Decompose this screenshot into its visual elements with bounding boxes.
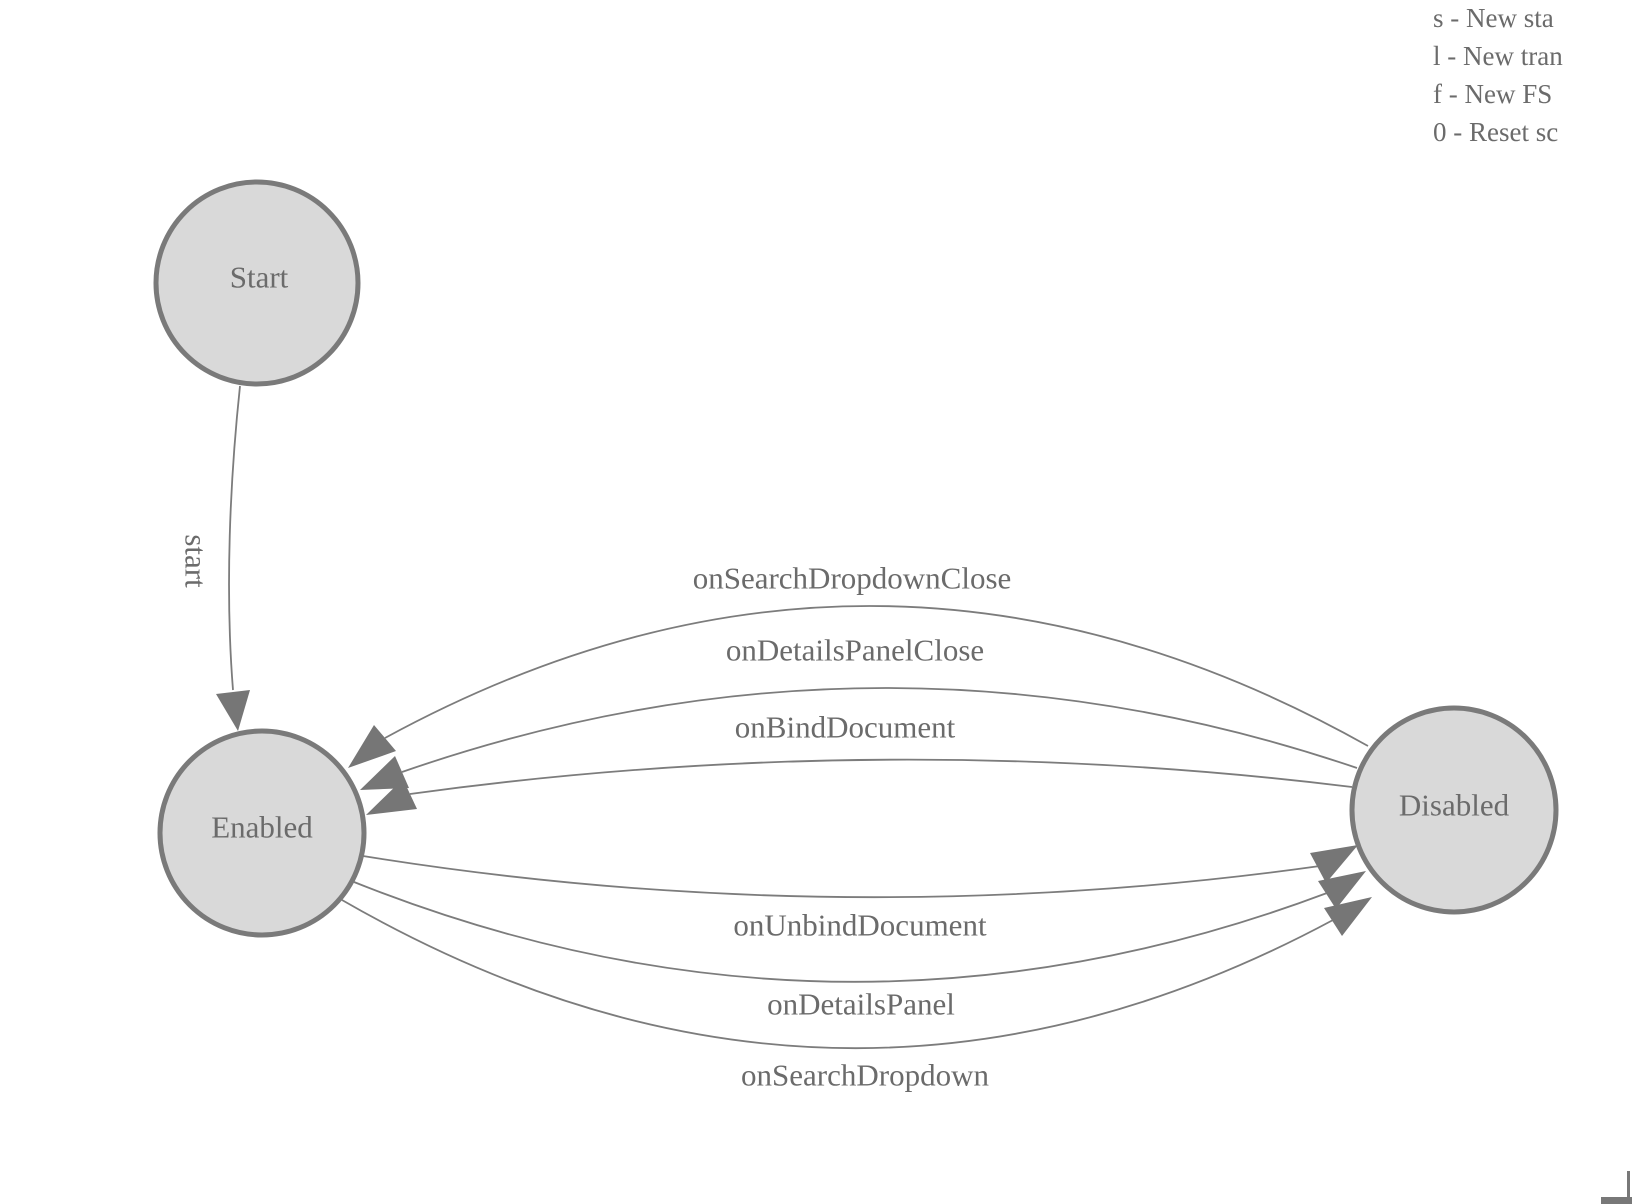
hotkey-legend: s - New sta l - New tran f - New FS 0 - … [1433, 3, 1563, 147]
transition-edge-onunbinddocument[interactable] [362, 855, 1321, 899]
transition-edge-onsearchdropdownclose[interactable] [384, 605, 1369, 747]
transition-label-onbinddocument[interactable]: onBindDocument [735, 710, 956, 745]
state-label-start: Start [230, 260, 289, 295]
hotkey-legend-line-new-state: s - New sta [1433, 3, 1554, 33]
transition-label-ondetailspanel[interactable]: onDetailsPanel [767, 987, 955, 1022]
arrowhead-icon [348, 725, 396, 768]
state-label-disabled: Disabled [1399, 788, 1510, 823]
transition-label-onsearchdropdown[interactable]: onSearchDropdown [741, 1058, 989, 1093]
transition-label-onunbinddocument[interactable]: onUnbindDocument [733, 908, 987, 943]
transition-label-onsearchdropdownclose[interactable]: onSearchDropdownClose [693, 561, 1012, 596]
hotkey-legend-line-new-transition: l - New tran [1433, 41, 1563, 71]
transition-label-start[interactable]: start [179, 534, 214, 588]
arrowhead-icon [366, 779, 417, 815]
state-label-enabled: Enabled [211, 810, 313, 845]
arrowhead-icon [360, 756, 409, 790]
state-node-start[interactable] [153, 179, 361, 387]
arrowhead-icon [1324, 897, 1372, 936]
transition-edge-ondetailspanel[interactable] [353, 881, 1328, 983]
transition-label-ondetailspanelclose[interactable]: onDetailsPanelClose [726, 633, 984, 668]
transition-labels: start onSearchDropdownClose onDetailsPan… [179, 534, 1012, 1092]
arrowhead-icon [216, 690, 250, 731]
hotkey-legend-line-new-fsm: f - New FS [1433, 79, 1552, 109]
transition-edge-onbinddocument[interactable] [409, 758, 1353, 795]
transition-edge-ondetailspanelclose[interactable] [401, 687, 1358, 773]
arrowhead-icon [1310, 845, 1358, 883]
arrowhead-icon [1318, 871, 1366, 909]
transition-edge-onsearchdropdown[interactable] [341, 899, 1334, 1050]
state-node-disabled[interactable] [1349, 705, 1559, 915]
state-node-enabled[interactable] [157, 728, 367, 938]
corner-grip-horizontal-bar [1601, 1197, 1632, 1204]
transition-edges [216, 385, 1372, 1050]
hotkey-legend-line-reset: 0 - Reset sc [1433, 117, 1558, 147]
canvas-corner-grip [1601, 1171, 1632, 1204]
transition-edge-start[interactable] [228, 385, 241, 691]
corner-grip-vertical-bar [1627, 1171, 1630, 1199]
state-nodes: Start Enabled Disabled [153, 179, 1559, 938]
